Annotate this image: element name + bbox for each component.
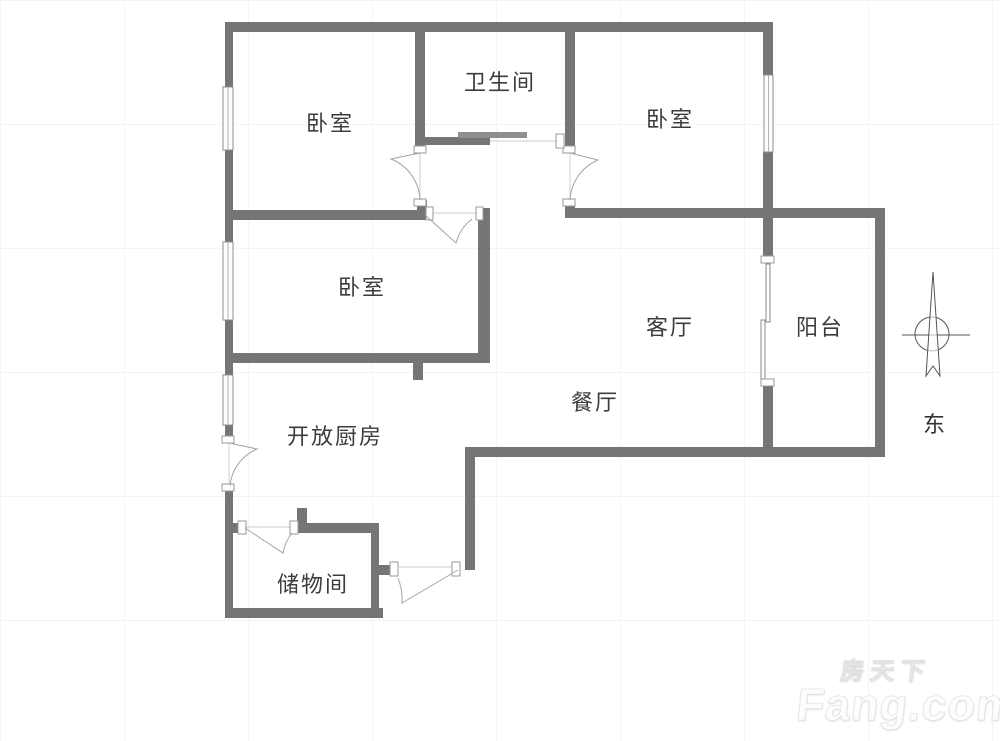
wall-segment: [565, 22, 575, 150]
wall-segment: [478, 208, 490, 363]
door-jamb: [555, 133, 565, 149]
sliding-door-panel: [765, 263, 771, 323]
door-jamb: [425, 206, 434, 221]
compass-icon: [902, 271, 970, 378]
wall-segment: [225, 22, 773, 32]
door-jamb: [389, 561, 399, 577]
room-label-storage-room: 储物间: [276, 572, 350, 597]
wall-segment: [415, 22, 425, 147]
wall-segment: [465, 447, 885, 457]
wall-segment: [763, 152, 773, 208]
wall-segment: [763, 218, 773, 257]
door-jamb: [760, 255, 775, 264]
compass-needle: [925, 271, 941, 378]
door-jamb: [413, 145, 427, 154]
wall-segment: [371, 523, 379, 618]
wall-segment: [233, 353, 490, 363]
wall-segment: [225, 320, 233, 375]
door-jamb: [221, 435, 235, 444]
wall-segment: [293, 523, 371, 533]
door-jamb: [451, 561, 461, 577]
fang-watermark: 房天下 Fang.com: [794, 658, 1000, 731]
door-jamb: [289, 520, 299, 535]
compass-east-label: 东: [922, 412, 946, 437]
wall-segment: [233, 210, 427, 220]
wall-segment: [413, 363, 423, 380]
room-label-balcony: 阳台: [795, 315, 845, 340]
room-label-bathroom: 卫生间: [463, 70, 537, 95]
wall-segment: [415, 137, 490, 145]
sliding-door-panel: [760, 319, 766, 381]
door-jamb: [562, 198, 576, 207]
room-label-living-room: 客厅: [645, 315, 695, 340]
wall-segment: [379, 565, 398, 575]
door-swing-arc: [244, 527, 293, 554]
wall-segment: [225, 425, 233, 442]
room-label-bedroom-top-left: 卧室: [305, 111, 355, 136]
wall-segment: [225, 22, 233, 87]
wall-segment: [763, 22, 773, 75]
door-jamb: [413, 198, 427, 207]
door-jamb: [760, 378, 775, 387]
wall-segment: [225, 150, 233, 242]
wall-segment: [875, 208, 885, 457]
room-label-open-kitchen: 开放厨房: [286, 424, 384, 449]
room-label-bedroom-top-right: 卧室: [645, 107, 695, 132]
door-swing-arc: [389, 152, 421, 201]
wall-segment: [297, 508, 307, 523]
door-jamb: [475, 206, 484, 221]
wall-segment: [225, 485, 233, 618]
wall-segment: [225, 608, 383, 618]
door-swing-arc: [397, 569, 459, 604]
wall-segment: [465, 447, 475, 570]
door-jamb: [221, 483, 235, 492]
wall-segment: [763, 208, 885, 218]
sliding-door-panel: [458, 132, 527, 138]
wall-segment: [763, 385, 773, 447]
fang-watermark-logo: Fang.com: [794, 679, 1000, 731]
door-jamb: [237, 520, 247, 535]
door-jamb: [562, 145, 576, 154]
room-label-dining-room: 餐厅: [570, 390, 620, 415]
door-swing-arc: [228, 442, 259, 487]
wall-segment: [565, 208, 773, 218]
door-swing-arc: [569, 152, 600, 201]
room-label-bedroom-middle: 卧室: [337, 275, 387, 300]
door-swing-arc: [424, 214, 473, 244]
